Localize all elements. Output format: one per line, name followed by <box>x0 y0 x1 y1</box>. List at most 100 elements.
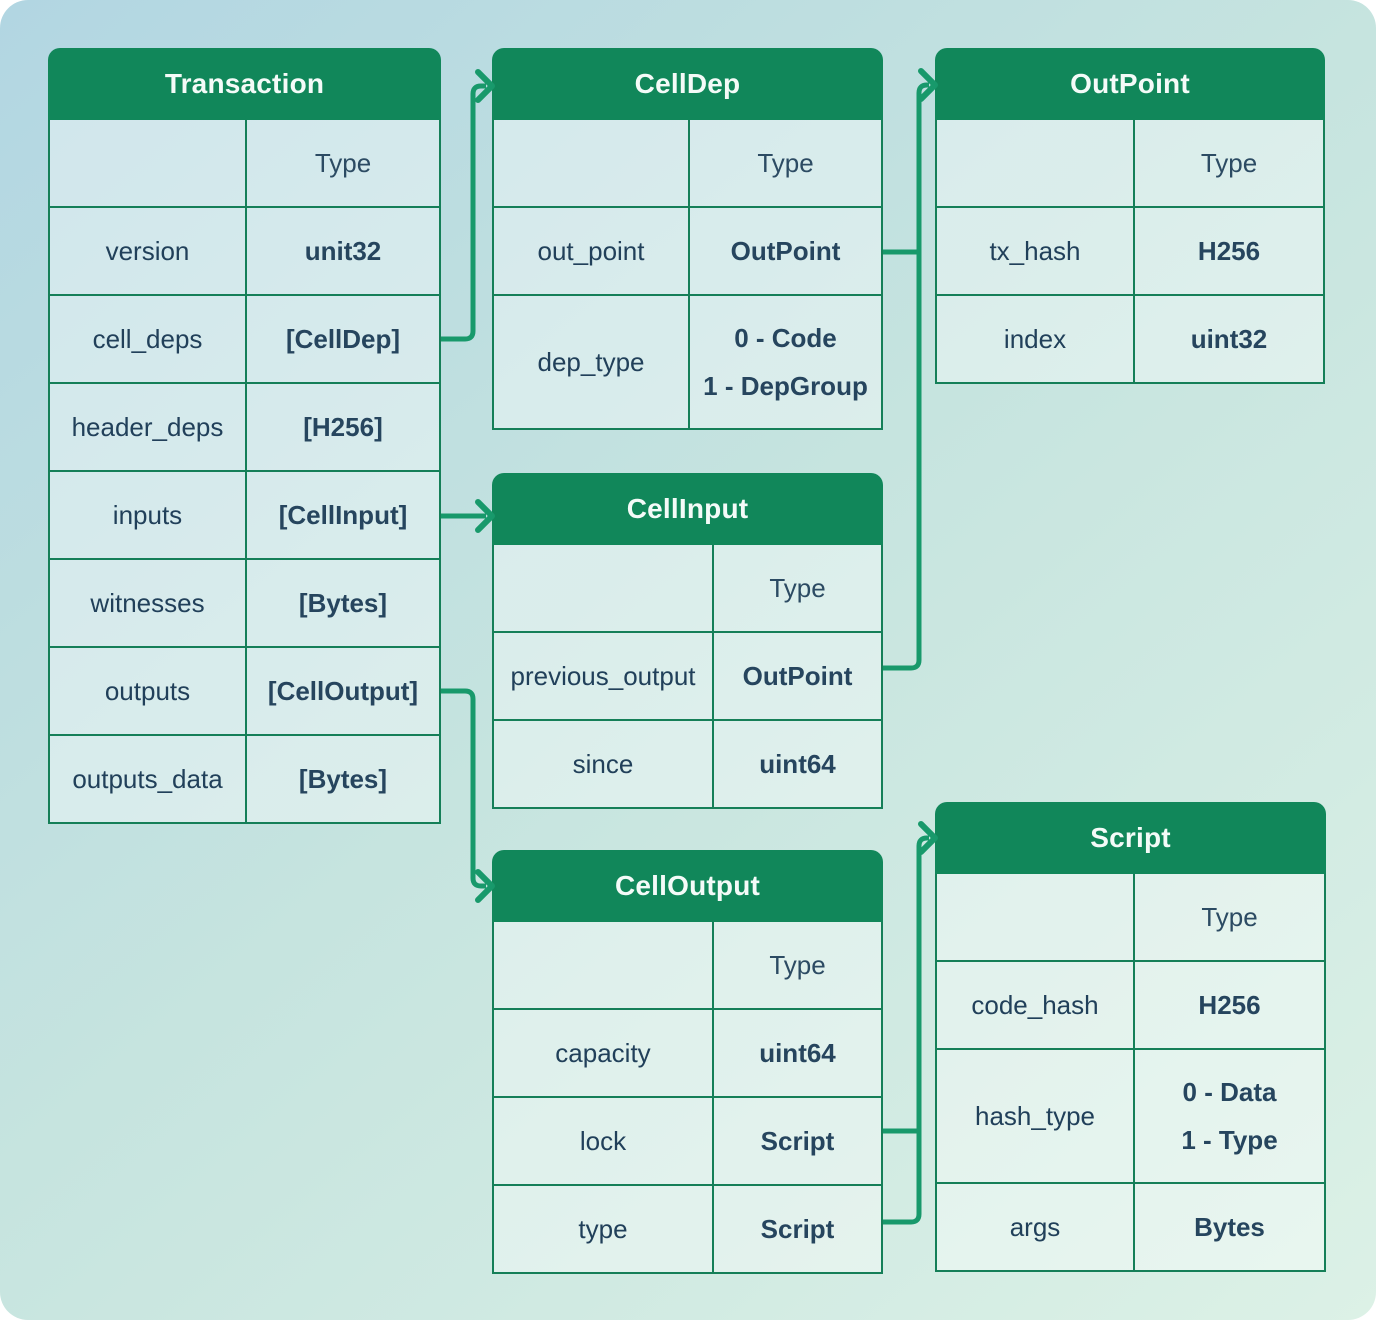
field-type: Script <box>714 1186 881 1272</box>
field-type: OutPoint <box>690 208 881 294</box>
field-type: uint64 <box>714 721 881 807</box>
type-value-line: uint64 <box>759 748 836 779</box>
type-header-row: Type <box>937 120 1323 206</box>
type-column-label: Type <box>769 572 826 603</box>
field-name: tx_hash <box>937 208 1135 294</box>
type-value-line: OutPoint <box>742 660 853 691</box>
field-name: capacity <box>494 1010 714 1096</box>
script-table-title: Script <box>935 802 1326 874</box>
field-type: [Bytes] <box>247 560 439 646</box>
celldep-table-title: CellDep <box>492 48 883 120</box>
field-type: H256 <box>1135 208 1323 294</box>
field-name: code_hash <box>937 962 1135 1048</box>
type-value-line: [Bytes] <box>298 763 388 794</box>
field-type: 0 - Code 1 - DepGroup <box>690 296 881 428</box>
type-value-line: [CellInput] <box>278 499 408 530</box>
table-row-capacity: capacity uint64 <box>494 1008 881 1096</box>
type-value-line: [H256] <box>303 411 383 442</box>
field-name: cell_deps <box>50 296 247 382</box>
type-header-row: Type <box>50 120 439 206</box>
table-row-since: since uint64 <box>494 719 881 807</box>
field-type: unit32 <box>247 208 439 294</box>
field-name: dep_type <box>494 296 690 428</box>
connector-outputs-to-celloutput <box>441 688 486 889</box>
table-row-outputs: outputs[CellOutput] <box>50 646 439 734</box>
outpoint-table-title: OutPoint <box>935 48 1325 120</box>
type-column-label: Type <box>314 147 372 178</box>
field-type: [H256] <box>247 384 439 470</box>
type-value-line: OutPoint <box>730 235 841 266</box>
field-name: header_deps <box>50 384 247 470</box>
table-row-dep_type: dep_type 0 - Code 1 - DepGroup <box>494 294 881 428</box>
type-value-line: [Bytes] <box>298 587 388 618</box>
empty-cell <box>937 874 1135 960</box>
type-value-line: [CellDep] <box>285 323 401 354</box>
field-name: args <box>937 1184 1135 1270</box>
type-value-line: 0 - Data <box>1182 1077 1277 1107</box>
empty-cell <box>494 545 714 631</box>
field-name: version <box>50 208 247 294</box>
type-value-line: H256 <box>1198 989 1261 1020</box>
field-type: uint64 <box>714 1010 881 1096</box>
table-row-tx_hash: tx_hash H256 <box>937 206 1323 294</box>
transaction-table-title: Transaction <box>48 48 441 120</box>
type-column-label: Type <box>757 147 814 178</box>
cellinput-table: CellInput Type previous_output OutPoint sin… <box>492 473 883 809</box>
empty-cell <box>494 120 690 206</box>
field-type: [CellDep] <box>247 296 439 382</box>
field-name: index <box>937 296 1135 382</box>
type-value-line: [CellOutput] <box>267 675 419 706</box>
arrowhead-icon <box>475 69 495 103</box>
field-name: outputs_data <box>50 736 247 822</box>
table-row-header_deps: header_deps [H256] <box>50 382 439 470</box>
type-value-line: uint32 <box>1190 323 1268 354</box>
field-type: H256 <box>1135 962 1324 1048</box>
field-name: witnesses <box>50 560 247 646</box>
type-header-row: Type <box>494 545 881 631</box>
arrowhead-icon <box>475 869 495 903</box>
empty-cell <box>50 120 247 206</box>
field-name: type <box>494 1186 714 1272</box>
table-row-cell_deps: cell_deps [CellDep] <box>50 294 439 382</box>
type-column-label: Type <box>769 949 826 980</box>
type-header-row: Type <box>937 874 1324 960</box>
field-name: previous_output <box>494 633 714 719</box>
field-name: inputs <box>50 472 247 558</box>
table-row-previous_output: previous_output OutPoint <box>494 631 881 719</box>
type-value-line: 1 - DepGroup <box>703 370 868 401</box>
table-row-outputs_data: outputs_data [Bytes] <box>50 734 439 822</box>
type-header-row: Type <box>494 120 881 206</box>
empty-cell <box>937 120 1135 206</box>
cellinput-table-body: Type previous_output OutPoint since uint64 <box>492 545 883 809</box>
empty-cell <box>494 922 714 1008</box>
type-value-line: Script <box>760 1125 835 1156</box>
type-column-label: Type <box>1201 901 1258 932</box>
table-row-inputs: inputs [CellInput] <box>50 470 439 558</box>
field-name: since <box>494 721 714 807</box>
type-value-line: uint64 <box>759 1037 836 1068</box>
type-value-line: H256 <box>1197 235 1261 266</box>
table-row-out_point: out_point OutPoint <box>494 206 881 294</box>
type-header-row: Type <box>494 922 881 1008</box>
type-value-line: 0 - Code <box>734 323 837 353</box>
table-row-index: index uint32 <box>937 294 1323 382</box>
table-row-code_hash: code_hash H256 <box>937 960 1324 1048</box>
cellinput-table-title: CellInput <box>492 473 883 545</box>
celloutput-table-title: CellOutput <box>492 850 883 922</box>
field-name: out_point <box>494 208 690 294</box>
